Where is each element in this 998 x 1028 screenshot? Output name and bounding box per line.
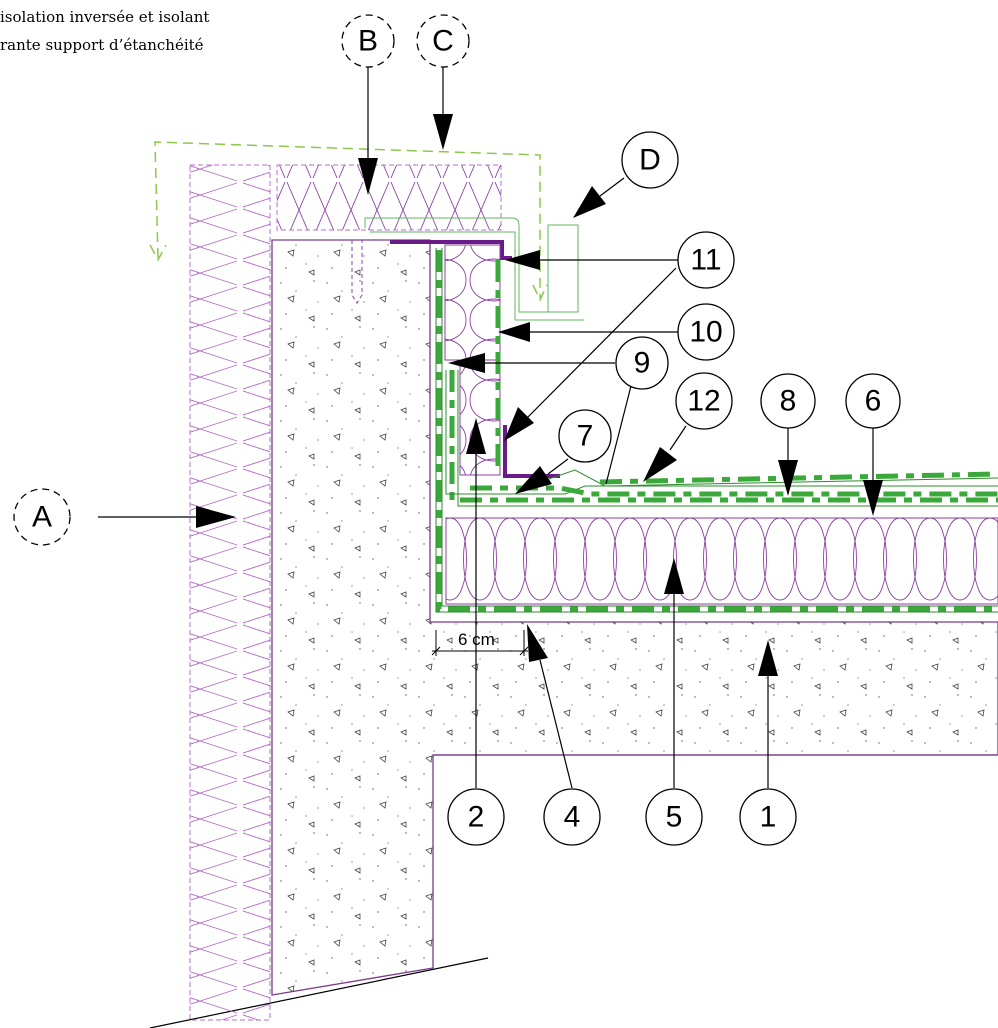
- concrete-structure: [149, 239, 998, 1028]
- bubble-11: 11: [677, 231, 735, 289]
- bubble-6: 6: [845, 373, 901, 429]
- bubble-8: 8: [760, 373, 816, 429]
- svg-text:2: 2: [468, 801, 485, 834]
- bubble-5: 5: [645, 788, 703, 846]
- svg-text:4: 4: [564, 801, 581, 834]
- waterproofing-membranes: [435, 248, 998, 613]
- bubble-1: 1: [739, 788, 797, 846]
- bubble-2: 2: [447, 788, 505, 846]
- bubble-4: 4: [543, 788, 601, 846]
- bubble-9: 9: [615, 336, 669, 390]
- svg-text:C: C: [432, 25, 454, 58]
- number-bubbles: 11 10 9 12 8 6 7 2: [447, 231, 901, 846]
- bubble-7: 7: [558, 409, 612, 463]
- bubble-c: C: [416, 14, 470, 68]
- bubble-10: 10: [677, 303, 735, 361]
- wall-insulation-ite: [189, 164, 271, 1021]
- caption-line-2: rante support d’étanchéité: [0, 36, 204, 54]
- upstand-protection-lines: [364, 217, 584, 321]
- svg-text:5: 5: [666, 801, 683, 834]
- letter-bubbles: A B C D: [13, 14, 679, 546]
- bubble-d: D: [621, 131, 679, 189]
- acrotere-top-insulation: [276, 164, 502, 231]
- bubble-b: B: [341, 14, 395, 68]
- leader-lines: [98, 60, 883, 789]
- bubble-12: 12: [675, 372, 733, 430]
- roof-insulation: [445, 517, 998, 605]
- svg-text:9: 9: [634, 347, 651, 380]
- coping-outline: [149, 141, 548, 302]
- anchor-dowel: [351, 240, 363, 304]
- svg-text:6: 6: [865, 385, 882, 418]
- svg-text:D: D: [639, 144, 661, 177]
- svg-text:7: 7: [577, 420, 594, 453]
- svg-text:8: 8: [780, 385, 797, 418]
- svg-text:1: 1: [760, 801, 777, 834]
- svg-text:10: 10: [689, 316, 722, 349]
- upstand-insulation: [444, 244, 501, 476]
- svg-text:11: 11: [690, 244, 721, 277]
- caption-line-1: isolation inversée et isolant: [0, 8, 209, 26]
- svg-text:A: A: [32, 501, 52, 534]
- svg-text:B: B: [358, 25, 378, 58]
- svg-text:12: 12: [687, 385, 720, 418]
- bubble-a: A: [13, 488, 71, 546]
